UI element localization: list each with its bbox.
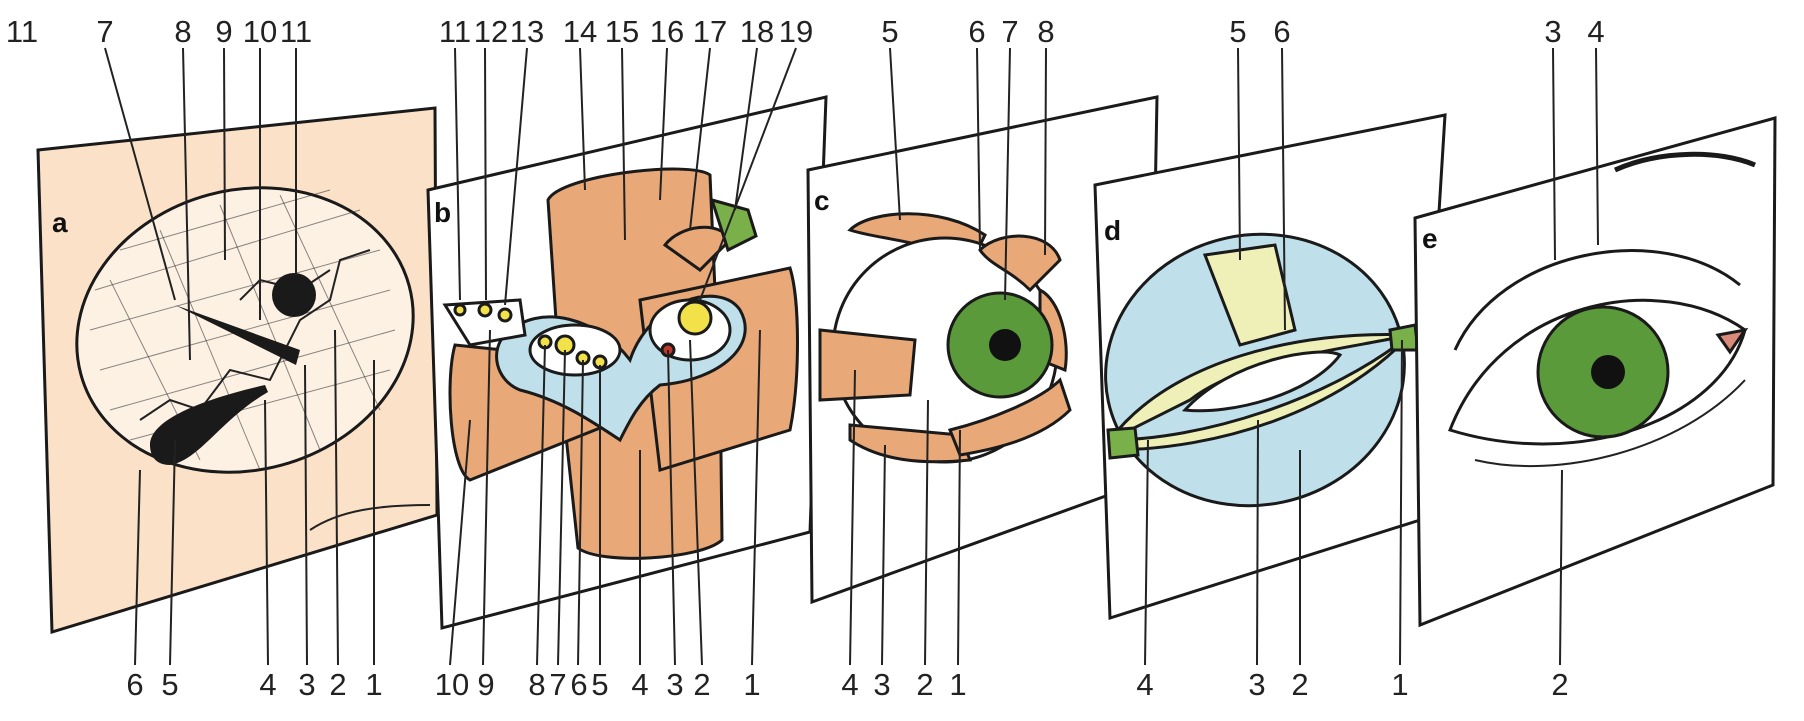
nerve-dot — [499, 309, 511, 321]
optic-canal — [272, 273, 316, 317]
panel-d-bottom-label: 2 — [1291, 667, 1308, 702]
nerve-dot — [455, 305, 465, 315]
optic-nerve — [679, 302, 711, 334]
panel-b-bottom-label: 8 — [528, 667, 545, 702]
panel-a-top-label: 11 — [6, 14, 38, 49]
panel-b-top-label: 14 — [563, 14, 597, 49]
panel-b-bottom-label: 3 — [666, 667, 683, 702]
panel-b-bottom-label: 7 — [549, 667, 566, 702]
panel-d-bottom-label: 1 — [1391, 667, 1408, 702]
panel-a-bottom-label: 1 — [365, 667, 382, 702]
panel-b-top-label: 15 — [605, 14, 639, 49]
lateral-rectus — [820, 330, 915, 400]
panel-d-top-label: 6 — [1273, 14, 1290, 49]
panel-c-bottom-label: 1 — [949, 667, 966, 702]
panel-b-bottom-label: 4 — [631, 667, 648, 702]
pupil — [1591, 355, 1625, 389]
panel-a-top-label: 10 — [243, 14, 277, 49]
panel-a: a — [38, 108, 445, 632]
panel-b-bottom-label: 6 — [570, 667, 587, 702]
panel-c-bottom-label: 4 — [841, 667, 858, 702]
panel-c-bottom-label: 3 — [873, 667, 890, 702]
nerve-dot — [479, 304, 491, 316]
panel-d-label: d — [1104, 215, 1121, 246]
panel-c-top-label: 7 — [1001, 14, 1018, 49]
panel-a-bottom-label: 3 — [298, 667, 315, 702]
lateral-canthal-tendon — [1390, 325, 1418, 350]
pupil — [989, 329, 1021, 361]
panel-a-bottom-label: 5 — [161, 667, 178, 702]
panel-d-top-label: 5 — [1229, 14, 1246, 49]
panel-b-bottom-label: 9 — [477, 667, 494, 702]
panel-a-top-label: 7 — [96, 14, 113, 49]
panel-b-bottom-label: 1 — [743, 667, 760, 702]
panel-e-label: e — [1422, 223, 1438, 254]
panel-d-bottom-label: 3 — [1248, 667, 1265, 702]
panel-a-bottom-label: 6 — [126, 667, 143, 702]
panel-b-top-label: 19 — [779, 14, 813, 49]
panel-a-bottom-label: 4 — [259, 667, 276, 702]
panel-d: d — [1080, 115, 1445, 618]
panel-b-label: b — [434, 197, 451, 228]
panel-b-bottom-label: 2 — [693, 667, 710, 702]
panel-d-bottom-label: 4 — [1136, 667, 1153, 702]
panel-a-top-label: 11 — [280, 14, 312, 49]
panel-a-top-label: 9 — [215, 14, 232, 49]
medial-canthal-tendon — [1108, 428, 1138, 458]
panel-e-bottom-label: 2 — [1551, 667, 1568, 702]
panel-c-bottom-label: 2 — [916, 667, 933, 702]
panel-b-top-label: 12 — [474, 14, 508, 49]
panel-a-bottom-label: 2 — [329, 667, 346, 702]
panel-e: e — [1415, 118, 1775, 625]
panel-b-bottom-label: 5 — [591, 667, 608, 702]
panel-b-top-label: 17 — [693, 14, 727, 49]
panel-c-top-label: 5 — [881, 14, 898, 49]
panel-b-top-label: 16 — [650, 14, 684, 49]
panel-e-top-label: 4 — [1587, 14, 1604, 49]
panel-b-top-label: 11 — [439, 14, 471, 49]
panel-e-top-label: 3 — [1544, 14, 1561, 49]
panel-c-top-label: 8 — [1037, 14, 1054, 49]
panel-a-label: a — [52, 207, 68, 238]
panel-b-top-label: 18 — [740, 14, 774, 49]
panel-c-label: c — [814, 185, 830, 216]
panel-a-top-label: 8 — [174, 14, 191, 49]
panel-c-top-label: 6 — [968, 14, 985, 49]
panel-b: b — [428, 97, 826, 628]
panel-b-top-label: 13 — [510, 14, 544, 49]
panel-b-bottom-label: 10 — [435, 667, 469, 702]
